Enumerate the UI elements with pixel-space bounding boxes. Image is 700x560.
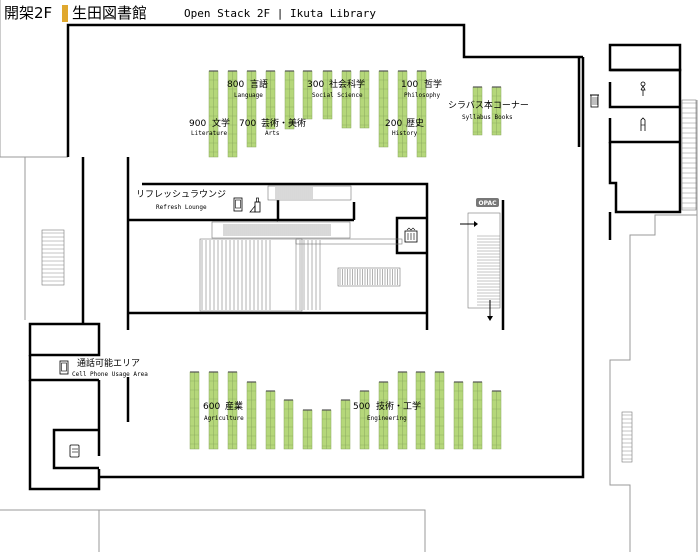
section-syllabus: シラバス本コーナー Syllabus Books — [448, 99, 529, 121]
bookshelf — [265, 70, 276, 130]
accent-bar — [62, 5, 68, 22]
svg-text:Language: Language — [234, 92, 263, 99]
bookshelf — [453, 381, 464, 450]
svg-text:Literature: Literature — [191, 130, 228, 137]
svg-text:リフレッシュラウンジ: リフレッシュラウンジ — [136, 189, 226, 200]
svg-text:Social Science: Social Science — [312, 92, 363, 99]
bookshelf — [302, 409, 313, 450]
bookshelf — [472, 86, 483, 136]
svg-text:Agriculture: Agriculture — [204, 415, 244, 422]
section-literature: 900 文学 Literature — [189, 117, 230, 137]
library-name: 生田図書館 — [72, 4, 147, 22]
svg-text:Syllabus Books: Syllabus Books — [462, 114, 513, 121]
bookshelf — [246, 70, 257, 148]
svg-text:Refresh Lounge: Refresh Lounge — [156, 204, 207, 211]
bookshelf — [416, 70, 427, 158]
bookshelf — [265, 390, 276, 450]
restroom-women-icon — [640, 81, 646, 96]
bookshelf — [472, 381, 483, 450]
bookshelf — [491, 86, 502, 136]
bookshelf — [397, 70, 408, 158]
bookshelf — [340, 399, 351, 450]
bookshelf — [227, 70, 238, 158]
bookshelf — [246, 381, 257, 450]
bookshelf — [491, 390, 502, 450]
svg-text:通話可能エリア: 通話可能エリア — [77, 357, 140, 369]
bookshelf — [359, 390, 370, 450]
stair-lines — [42, 102, 697, 460]
opac-terminal[interactable]: OPAC — [476, 198, 499, 207]
svg-text:言語: 言語 — [250, 78, 268, 90]
section-social-science: 300 社会科学 Social Science — [307, 78, 365, 99]
refresh-lounge: リフレッシュラウンジ Refresh Lounge — [136, 189, 226, 211]
svg-text:Philosophy: Philosophy — [404, 92, 441, 99]
svg-text:300: 300 — [307, 80, 324, 90]
svg-text:Cell Phone Usage Area: Cell Phone Usage Area — [72, 371, 148, 378]
floor-label: 開架2F — [4, 4, 52, 22]
bookshelf — [302, 70, 313, 120]
svg-text:歴史: 歴史 — [406, 117, 424, 129]
vending-drink-icon — [249, 197, 261, 213]
svg-text:History: History — [392, 130, 418, 137]
cell-phone-icon — [59, 360, 69, 375]
bookshelf — [321, 409, 332, 450]
bookshelf — [208, 70, 219, 158]
section-arts: 700 芸術・美術 Arts — [239, 117, 306, 137]
bookshelf — [341, 70, 352, 129]
svg-text:900: 900 — [189, 119, 206, 129]
bookshelf — [378, 70, 389, 148]
svg-text:哲学: 哲学 — [424, 78, 442, 90]
copier-icon — [69, 444, 80, 458]
svg-text:文学: 文学 — [212, 117, 230, 129]
bookshelf — [378, 381, 389, 450]
bookshelf — [284, 70, 295, 130]
svg-text:芸術・美術: 芸術・美術 — [261, 117, 306, 129]
svg-text:800: 800 — [227, 80, 244, 90]
svg-text:500: 500 — [353, 402, 370, 412]
svg-text:700: 700 — [239, 119, 256, 129]
bookshelf — [434, 371, 445, 450]
svg-text:OPAC: OPAC — [479, 200, 498, 207]
svg-text:産業: 産業 — [225, 400, 243, 412]
bookshelf — [208, 371, 219, 450]
phone-icon — [233, 197, 243, 212]
bookshelf — [227, 371, 238, 450]
header-subtitle: Open Stack 2F | Ikuta Library — [184, 7, 376, 20]
trash-icon — [590, 94, 599, 108]
svg-text:100: 100 — [401, 80, 418, 90]
bookshelf — [322, 70, 333, 120]
svg-text:シラバス本コーナー: シラバス本コーナー — [448, 99, 529, 111]
svg-text:600: 600 — [203, 402, 220, 412]
bookshelf — [359, 70, 370, 129]
bookshelf — [283, 399, 294, 450]
bookshelf — [415, 371, 426, 450]
section-history: 200 歴史 History — [385, 117, 424, 137]
bookshelf — [397, 371, 408, 450]
section-agriculture: 600 産業 Agriculture — [203, 400, 244, 422]
elevator-icon — [404, 227, 418, 243]
svg-text:200: 200 — [385, 119, 402, 129]
svg-text:Engineering: Engineering — [367, 415, 407, 422]
section-language: 800 言語 Language — [227, 78, 268, 99]
escalator — [199, 185, 403, 312]
staircase — [460, 212, 501, 321]
restroom-men-icon — [640, 117, 646, 131]
svg-text:社会科学: 社会科学 — [329, 78, 365, 90]
bookshelves — [189, 70, 502, 450]
section-philosophy: 100 哲学 Philosophy — [401, 78, 442, 99]
section-engineering: 500 技術・工学 Engineering — [353, 400, 421, 422]
svg-text:Arts: Arts — [265, 130, 280, 137]
bookshelf — [189, 371, 200, 450]
phone-usage-area: 通話可能エリア Cell Phone Usage Area — [59, 357, 148, 378]
svg-text:技術・工学: 技術・工学 — [376, 400, 421, 412]
walls — [28, 23, 682, 491]
